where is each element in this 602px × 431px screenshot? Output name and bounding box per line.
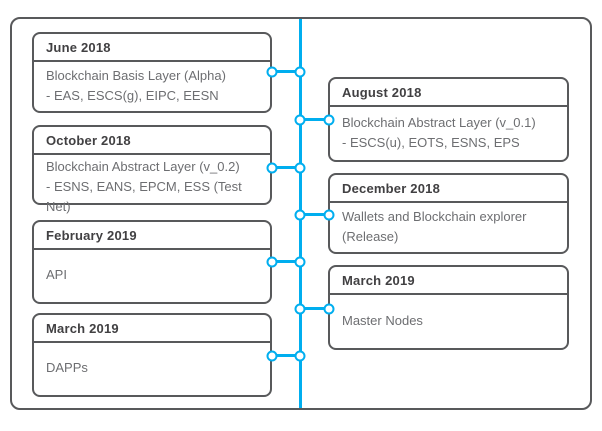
milestone-body: Blockchain Abstract Layer (v_0.1) - ESCS…	[330, 107, 567, 160]
milestone-detail: Wallets and Blockchain explorer	[342, 208, 527, 224]
milestone-date: March 2019	[330, 267, 567, 295]
roadmap-frame	[10, 17, 592, 410]
timeline-connector	[294, 209, 335, 220]
milestone-card-february-2019: February 2019 API	[32, 220, 272, 304]
timeline-connector	[294, 114, 335, 125]
milestone-detail: - ESNS, EANS, EPCM, ESS (Test Net)	[46, 179, 242, 214]
milestone-date: February 2019	[34, 222, 270, 250]
milestone-card-june-2018: June 2018 Blockchain Basis Layer (Alpha)…	[32, 32, 272, 113]
milestone-date: December 2018	[330, 175, 567, 203]
timeline-connector	[266, 350, 306, 361]
milestone-detail: Blockchain Basis Layer (Alpha)	[46, 67, 226, 83]
milestone-date: June 2018	[34, 34, 270, 62]
milestone-card-december-2018: December 2018 Wallets and Blockchain exp…	[328, 173, 569, 254]
timeline-connector	[266, 66, 306, 77]
milestone-detail: Blockchain Abstract Layer (v_0.2)	[46, 159, 240, 174]
timeline-node-icon	[294, 209, 306, 220]
milestone-body: API	[34, 250, 270, 302]
milestone-detail: - EAS, ESCS(g), EIPC, EESN	[46, 87, 219, 103]
timeline-node-icon	[266, 256, 278, 267]
timeline-node-icon	[323, 303, 335, 314]
milestone-body: Wallets and Blockchain explorer (Release…	[330, 203, 567, 252]
milestone-detail: DAPPs	[46, 360, 88, 375]
timeline-node-icon	[323, 209, 335, 220]
timeline-node-icon	[266, 66, 278, 77]
milestone-detail: Blockchain Abstract Layer (v_0.1)	[342, 114, 536, 130]
milestone-detail: Master Nodes	[342, 312, 423, 328]
milestone-date: March 2019	[34, 315, 270, 343]
timeline-node-icon	[294, 114, 306, 125]
milestone-card-march-2019-master-nodes: March 2019 Master Nodes	[328, 265, 569, 350]
milestone-date: August 2018	[330, 79, 567, 107]
milestone-date: October 2018	[34, 127, 270, 155]
timeline-node-icon	[294, 162, 306, 173]
timeline-connector	[266, 256, 306, 267]
milestone-card-august-2018: August 2018 Blockchain Abstract Layer (v…	[328, 77, 569, 162]
timeline-connector	[266, 162, 306, 173]
timeline-node-icon	[294, 350, 306, 361]
timeline-connector	[294, 303, 335, 314]
milestone-card-october-2018: October 2018 Blockchain Abstract Layer (…	[32, 125, 272, 214]
milestone-card-march-2019-dapps: March 2019 DAPPs	[32, 313, 272, 397]
timeline-node-icon	[266, 350, 278, 361]
timeline-node-icon	[294, 256, 306, 267]
milestone-body: Master Nodes	[330, 295, 567, 348]
milestone-detail: API	[46, 267, 67, 282]
timeline-node-icon	[266, 162, 278, 173]
milestone-body: DAPPs	[34, 343, 270, 395]
milestone-detail: (Release)	[342, 228, 399, 244]
timeline-node-icon	[294, 303, 306, 314]
timeline-node-icon	[323, 114, 335, 125]
timeline-node-icon	[294, 66, 306, 77]
milestone-detail: - ESCS(u), EOTS, ESNS, EPS	[342, 134, 520, 150]
milestone-body: Blockchain Abstract Layer (v_0.2) - ESNS…	[34, 155, 270, 221]
milestone-body: Blockchain Basis Layer (Alpha) - EAS, ES…	[34, 62, 270, 111]
